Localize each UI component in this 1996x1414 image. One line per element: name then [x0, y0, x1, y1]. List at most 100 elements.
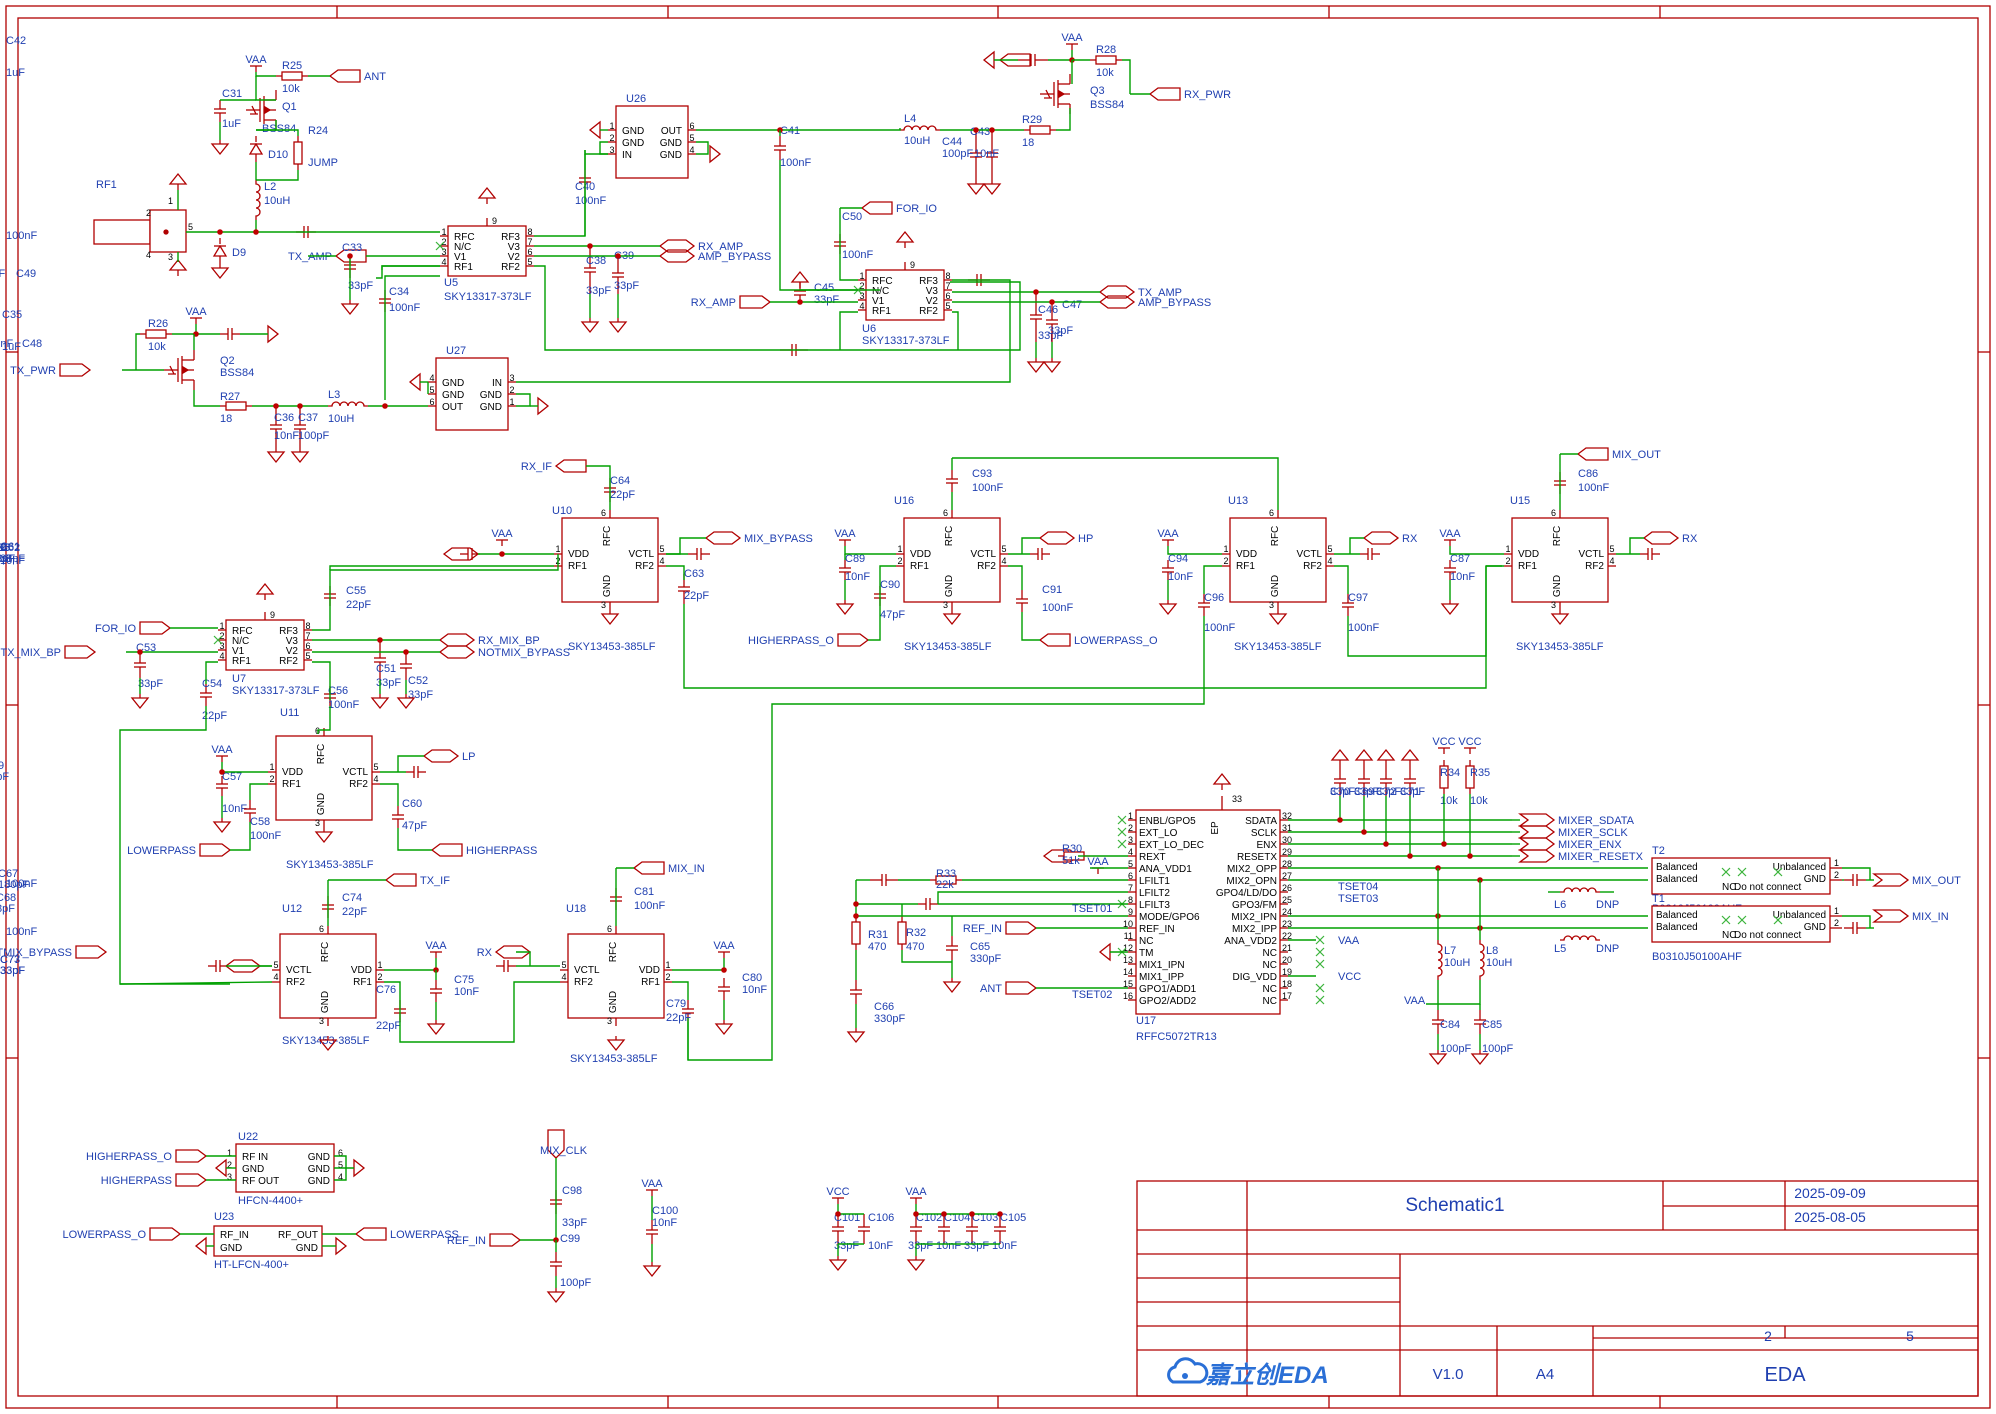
ground-icon	[982, 180, 1002, 196]
net-flag-tx-amp: TX_AMP	[1098, 285, 1182, 299]
net-label: HP	[1078, 533, 1093, 545]
cap-ref: C35	[2, 309, 22, 321]
ground-icon	[966, 180, 986, 196]
net-flag-mixer-sclk: MIXER_SCLK	[1518, 825, 1628, 839]
pin-name: ENX	[1256, 840, 1277, 851]
ground-icon	[942, 610, 962, 626]
junction-dot	[403, 649, 409, 655]
cap-value: 10nF	[1168, 571, 1193, 583]
junction-dot	[377, 637, 383, 643]
wire	[256, 129, 299, 136]
cap-value: 100nF	[6, 926, 37, 938]
cap-value: 100nF	[328, 699, 359, 711]
ground-icon	[835, 600, 855, 616]
res-value: 10k	[1440, 795, 1458, 807]
pin-number: 2	[1128, 823, 1133, 833]
pin-name: ANA_VDD2	[1224, 936, 1277, 947]
power-rail-label: VAA	[185, 306, 207, 318]
res-ref: R29	[1022, 114, 1042, 126]
cap-ref: C95	[0, 542, 10, 554]
junction-dot	[347, 253, 353, 259]
wire	[397, 828, 432, 851]
pin-name: VDD	[639, 965, 660, 976]
switch-ic-u16: VDDRF1VCTLRF21254RFCGND63U16SKY13453-385…	[894, 495, 1008, 653]
pin-name: IN	[492, 378, 502, 389]
pin-number: 20	[1282, 955, 1292, 965]
switch-ic-u6: RFCRF318N/CV327V1V236RF1RF2459U6SKY13317…	[858, 260, 952, 347]
net-flag-ant: ANT	[980, 981, 1038, 995]
net-label: TX_IF	[420, 875, 450, 887]
pin-name: RFC	[232, 626, 253, 637]
pin-number: 3	[315, 818, 320, 828]
wire	[1056, 108, 1071, 131]
wire	[384, 958, 437, 971]
pin-number: 1	[168, 196, 173, 206]
version-text: V1.0	[1433, 1366, 1464, 1383]
junction-dot	[913, 1211, 919, 1217]
pin-name: N/C	[454, 242, 471, 253]
ground-icon	[210, 140, 230, 156]
wire	[1349, 537, 1364, 554]
pin-number: 3	[509, 373, 514, 383]
pin-number: 1	[1128, 811, 1133, 821]
cap-value: 47pF	[402, 820, 427, 832]
ground-icon	[210, 264, 230, 280]
pin-name: V1	[232, 646, 245, 657]
cap-ref: C31	[222, 88, 242, 100]
pin-number: 1	[377, 960, 382, 970]
cap-value: 33pF	[348, 280, 373, 292]
pin-name: OUT	[661, 126, 682, 137]
wire	[119, 981, 273, 985]
cap-ref: C70	[1330, 786, 1350, 798]
pin-name: Unbalanced	[1773, 910, 1826, 921]
wire	[952, 279, 1011, 380]
power-rail-label: VAA	[1061, 32, 1083, 44]
res-value: 18	[1022, 137, 1034, 149]
ind-ref: L7	[1444, 945, 1456, 957]
cap-ref: C94	[1168, 553, 1188, 565]
pin-number: 4	[373, 774, 378, 784]
pin-number: 1	[1505, 544, 1510, 554]
pin-name: RFC	[608, 942, 619, 963]
no-connect-mark	[1773, 867, 1783, 877]
pin-name: GND	[944, 575, 955, 597]
ic-ref: U12	[282, 903, 302, 915]
pin-name: RFC	[872, 276, 893, 287]
cap-value: 10nF	[742, 984, 767, 996]
pin-number: 11	[1124, 931, 1133, 941]
cloud-logo-icon	[1167, 1357, 1209, 1384]
net-label: HIGHERPASS	[466, 845, 537, 857]
cap-value: 100nF	[250, 830, 281, 842]
pin-name: SCLK	[1251, 828, 1277, 839]
pin-name: REF_IN	[1139, 924, 1175, 935]
cap-value: 100nF	[634, 900, 665, 912]
power-rail-vaa: VAA	[1087, 856, 1109, 874]
res-value: 470	[906, 941, 924, 953]
wire	[317, 706, 331, 734]
net-flag-higherpass-o: HIGHERPASS_O	[86, 1149, 208, 1163]
pin-name: RFC	[320, 942, 331, 963]
date-2: 2025-08-05	[1794, 1209, 1866, 1225]
paper-size: A4	[1536, 1366, 1554, 1383]
res-ref: R27	[220, 391, 240, 403]
cap-ref: C67	[0, 868, 18, 880]
pin-name: Balanced	[1656, 874, 1698, 885]
net-label: NOTMIX_BYPASS	[478, 647, 570, 659]
power-rail-label: VAA	[834, 528, 856, 540]
wire	[696, 128, 901, 131]
ground-icon	[709, 144, 722, 164]
net-label: NOTMIX_BYPASS	[0, 947, 72, 959]
ind-value: 10uH	[264, 195, 290, 207]
ground-icon	[1268, 610, 1288, 626]
pin-number: 31	[1282, 823, 1292, 833]
pin-name: N/C	[872, 286, 889, 297]
wire	[1842, 867, 1871, 880]
ind-ref: L8	[1486, 945, 1498, 957]
pin-name: VDD	[351, 965, 372, 976]
